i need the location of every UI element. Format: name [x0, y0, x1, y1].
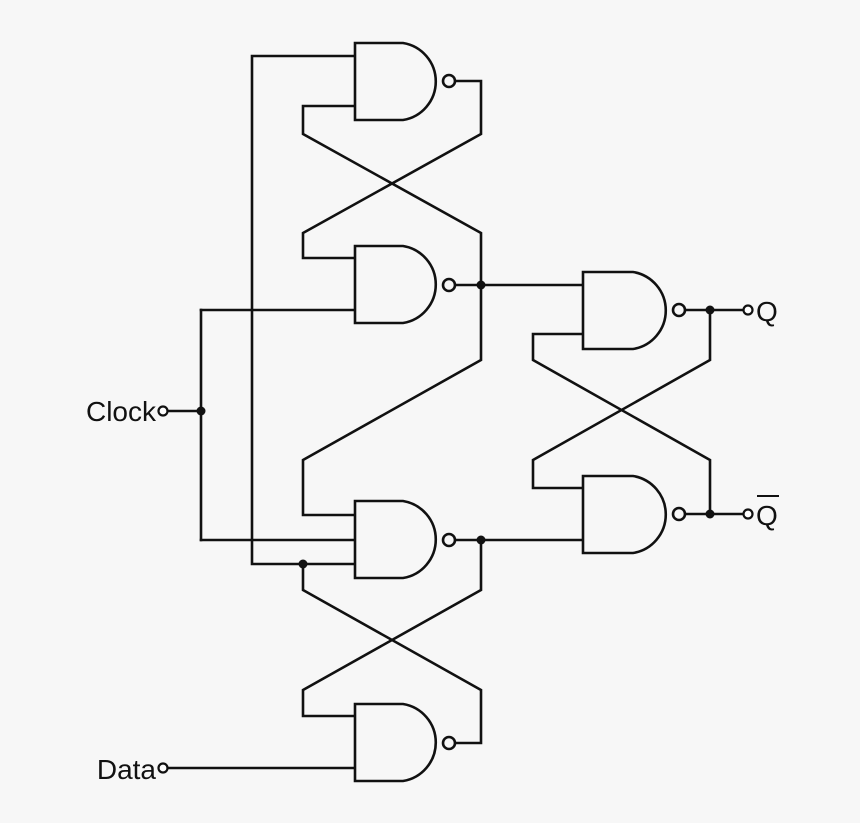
nand-gate-4	[353, 702, 457, 783]
junctions	[196, 280, 715, 569]
nand-gate-1	[353, 41, 457, 122]
data-label: Data	[97, 754, 157, 785]
wire-gate3-to-gate4	[301, 538, 483, 718]
wire-gate2-to-gate3	[301, 283, 483, 517]
wire-gate4-feedback	[301, 562, 483, 745]
clock-terminal	[157, 405, 169, 417]
junction-gate2-out	[476, 280, 486, 290]
junction-clock	[196, 406, 206, 416]
qbar-label: Q	[756, 500, 778, 531]
junction-q	[705, 305, 715, 315]
nand-gate-2	[353, 244, 457, 325]
wire-gate1-input-cross	[301, 104, 483, 287]
q-terminal	[742, 304, 754, 316]
junction-gate4-feedback	[298, 559, 308, 569]
wire-qbar-feedback	[531, 332, 712, 516]
junction-qbar	[705, 509, 715, 519]
nand-gate-3	[353, 499, 457, 580]
clock-label: Clock	[86, 396, 157, 427]
data-terminal	[157, 762, 169, 774]
q-label: Q	[756, 296, 778, 327]
nand-gate-qbar	[581, 474, 687, 555]
nand-gate-q	[581, 270, 687, 351]
qbar-terminal	[742, 508, 754, 520]
wires	[166, 54, 745, 770]
junction-gate3-out	[476, 535, 486, 545]
wire-q-feedback	[531, 308, 712, 490]
